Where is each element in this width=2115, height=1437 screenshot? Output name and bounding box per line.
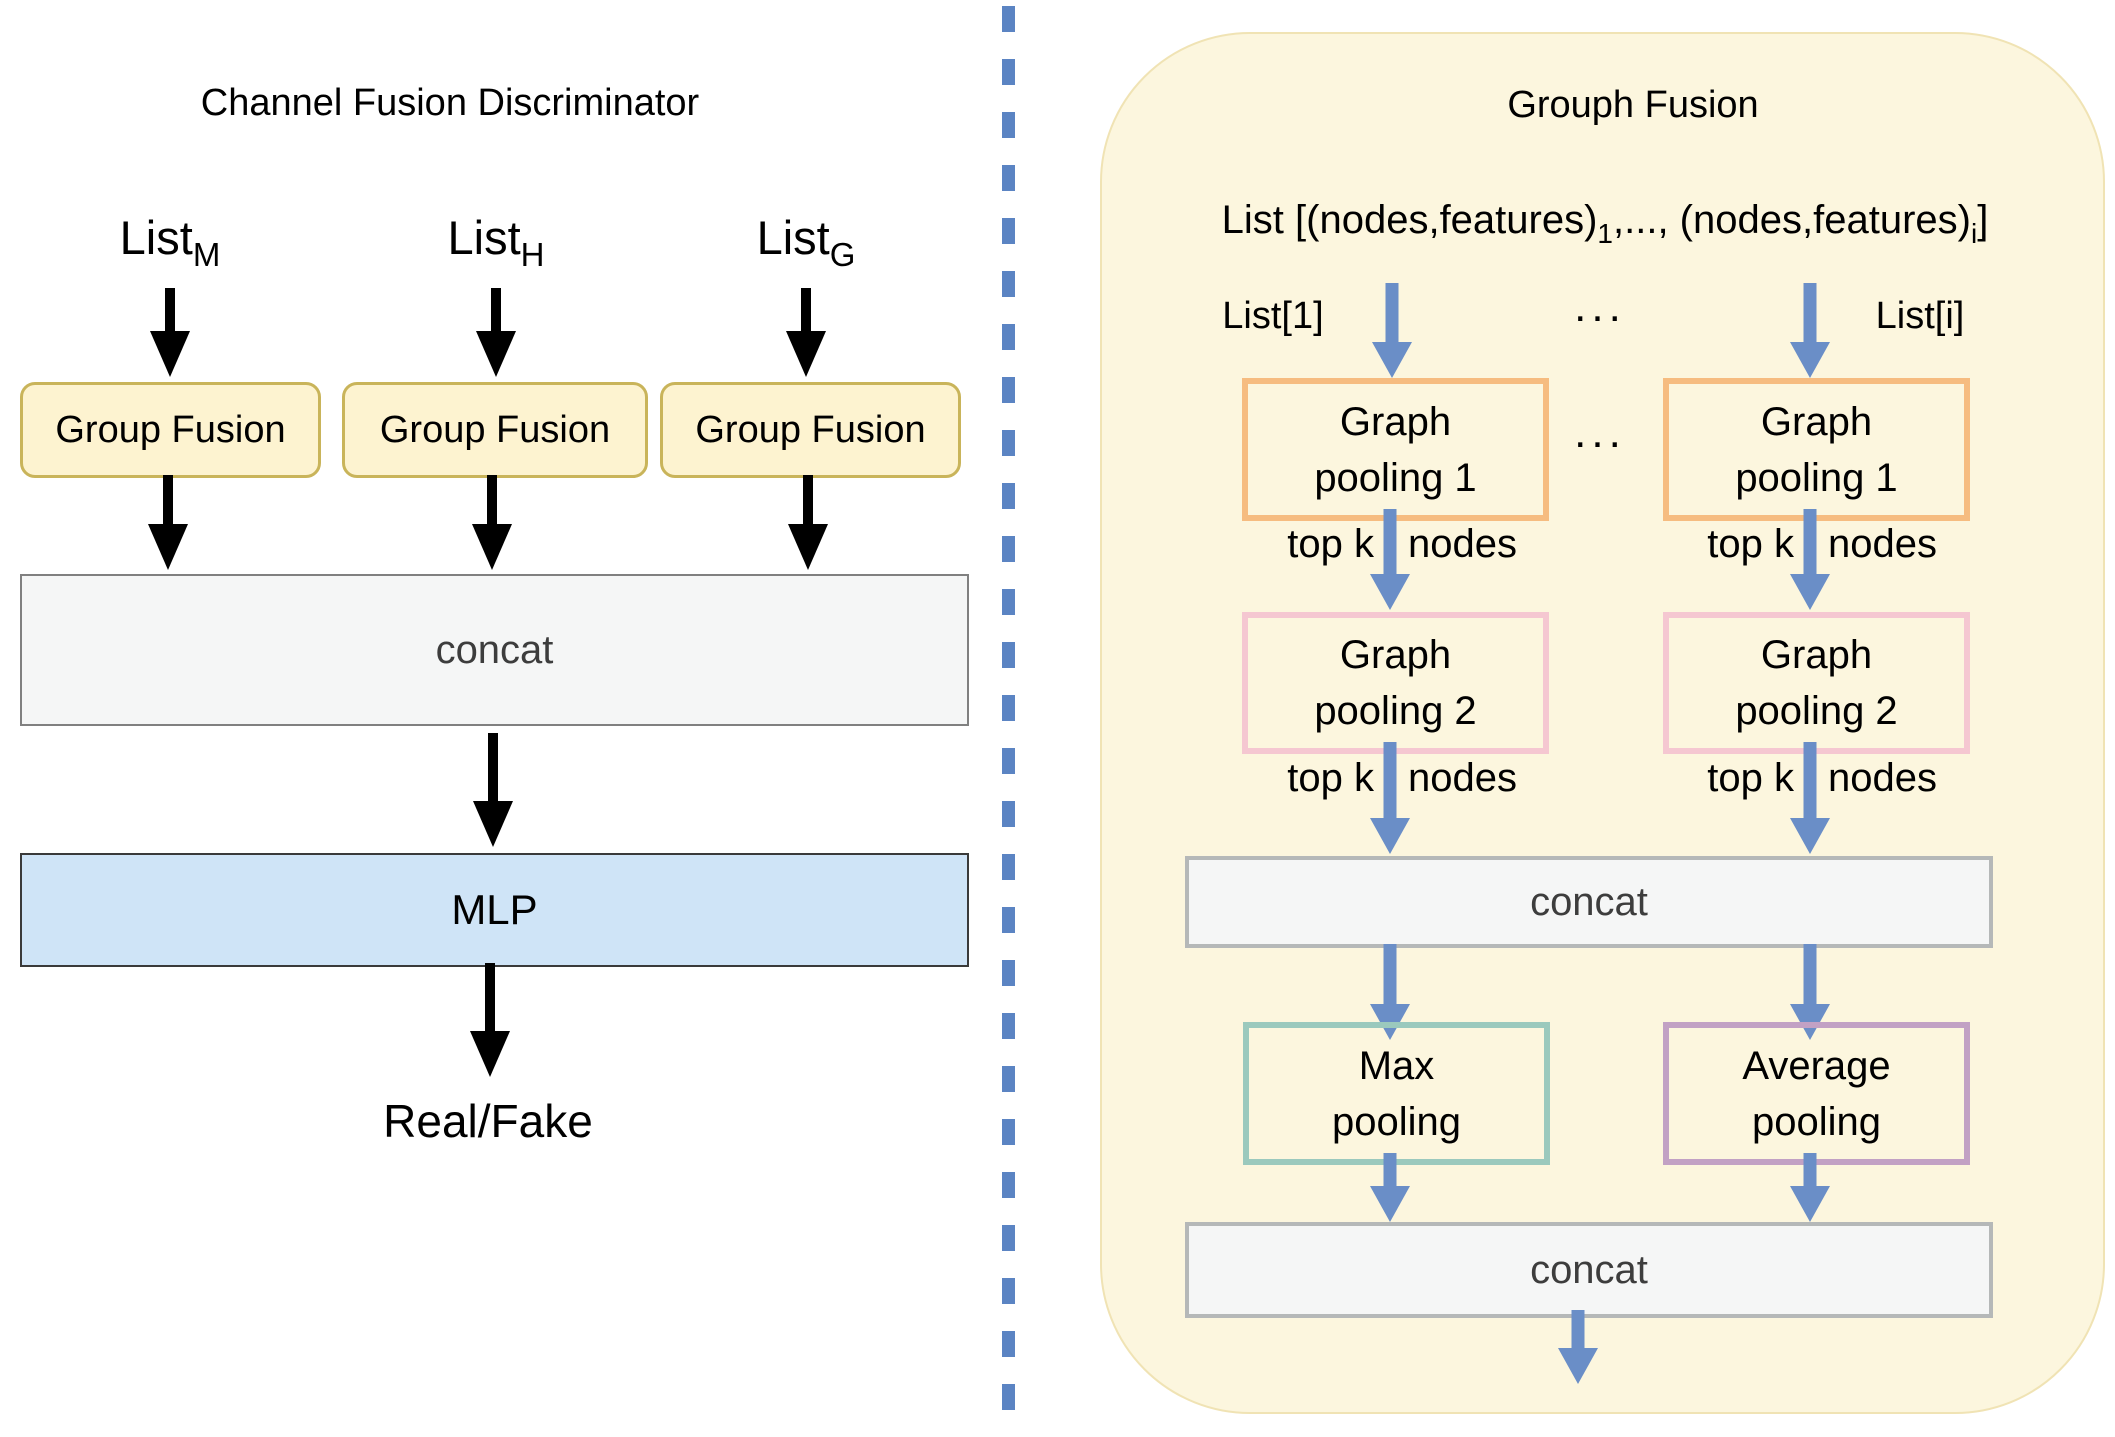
branch-label-left: List[1]	[1222, 295, 1324, 337]
pooling-label-line2: pooling	[1751, 1099, 1881, 1144]
down-arrow-icon	[1788, 742, 1832, 854]
group-fusion-box: Group Fusion	[20, 382, 321, 478]
pooling-label-line2: pooling	[1331, 1099, 1461, 1144]
input-label-subscript: H	[520, 236, 545, 273]
concat-box-upper: concat	[1185, 856, 1993, 948]
down-arrow-icon	[1788, 1153, 1832, 1222]
ellipsis-between: ...	[1574, 408, 1626, 457]
right-panel-title: Grouph Fusion	[1507, 84, 1759, 126]
group-fusion-label: Group Fusion	[55, 408, 286, 451]
input-label-base: List	[756, 211, 830, 264]
down-arrow-icon	[1368, 509, 1412, 610]
down-arrow-icon	[472, 475, 512, 570]
down-arrow-icon	[1788, 509, 1832, 610]
dashed-divider	[1002, 6, 1015, 1432]
topk-left-text: top k	[1287, 756, 1374, 800]
output-label: Real/Fake	[383, 1095, 593, 1147]
concat-box: concat	[20, 574, 969, 726]
graph-pooling1-box-left: Graph pooling 1	[1242, 378, 1549, 521]
concat-label: concat	[1530, 879, 1648, 924]
input-label-base: List	[447, 211, 521, 264]
list-line-sub2: i	[1970, 218, 1978, 249]
down-arrow-icon	[1368, 1153, 1412, 1222]
down-arrow-icon	[1368, 742, 1412, 854]
left-panel-title: Channel Fusion Discriminator	[200, 82, 700, 124]
list-line-prefix: List [(nodes,features)	[1221, 198, 1598, 242]
down-arrow-icon	[1788, 283, 1832, 378]
pooling-label-line1: Max	[1358, 1043, 1435, 1088]
graph-pooling2-box-right: Graph pooling 2	[1663, 612, 1970, 754]
input-label-subscript: G	[829, 236, 856, 273]
pooling-label-line2: pooling 2	[1735, 689, 1898, 733]
graph-pooling2-box-left: Graph pooling 2	[1242, 612, 1549, 754]
pooling-label-line1: Graph	[1760, 633, 1873, 677]
topk-label: top k nodes	[1210, 522, 1570, 570]
topk-right-text: nodes	[1828, 756, 1937, 800]
group-fusion-panel	[1100, 32, 2105, 1414]
list-line-sub1: 1	[1597, 218, 1613, 249]
pooling-label-line2: pooling 1	[1314, 455, 1477, 500]
concat-label: concat	[1530, 1247, 1648, 1292]
down-arrow-icon	[148, 475, 188, 570]
list-line-suffix: ]	[1977, 198, 1989, 242]
pooling-label-line1: Graph	[1339, 399, 1452, 444]
down-arrow-icon	[150, 288, 190, 377]
topk-right-text: nodes	[1828, 522, 1937, 566]
input-label-list-g: ListG	[696, 210, 916, 274]
input-label-list-m: ListM	[60, 210, 280, 274]
down-arrow-icon	[473, 733, 513, 847]
group-fusion-label: Group Fusion	[695, 408, 926, 451]
down-arrow-icon	[1556, 1310, 1600, 1384]
average-pooling-box: Average pooling	[1663, 1022, 1970, 1165]
topk-right-text: nodes	[1408, 522, 1517, 566]
concat-box-lower: concat	[1185, 1222, 1993, 1318]
down-arrow-icon	[470, 963, 510, 1077]
topk-label: top k nodes	[1630, 756, 1990, 804]
topk-left-text: top k	[1707, 756, 1794, 800]
topk-label: top k nodes	[1210, 756, 1570, 804]
group-fusion-label: Group Fusion	[379, 408, 611, 451]
topk-left-text: top k	[1707, 522, 1794, 566]
input-label-list-h: ListH	[386, 210, 606, 274]
topk-left-text: top k	[1287, 522, 1374, 566]
list-line-middle: ,..., (nodes,features)	[1613, 198, 1971, 242]
topk-right-text: nodes	[1408, 756, 1517, 800]
mlp-box: MLP	[20, 853, 969, 967]
down-arrow-icon	[476, 288, 516, 377]
graph-pooling1-box-right: Graph pooling 1	[1663, 378, 1970, 521]
pooling-label-line1: Average	[1742, 1043, 1891, 1088]
pooling-label-line2: pooling 2	[1314, 689, 1477, 733]
mlp-label: MLP	[451, 886, 538, 933]
ellipsis-top: ...	[1574, 282, 1626, 331]
group-fusion-box: Group Fusion	[660, 382, 961, 478]
down-arrow-icon	[1370, 283, 1414, 378]
concat-label: concat	[435, 627, 554, 672]
pooling-label-line1: Graph	[1339, 633, 1452, 677]
topk-label: top k nodes	[1630, 522, 1990, 570]
pooling-label-line2: pooling 1	[1735, 455, 1898, 500]
down-arrow-icon	[788, 475, 828, 570]
input-label-base: List	[119, 211, 193, 264]
branch-label-right: List[i]	[1875, 295, 1965, 337]
max-pooling-box: Max pooling	[1243, 1022, 1550, 1165]
input-list-line: List [(nodes,features)1,..., (nodes,feat…	[1155, 198, 2055, 250]
input-label-subscript: M	[192, 236, 221, 273]
group-fusion-box: Group Fusion	[342, 382, 648, 478]
pooling-label-line1: Graph	[1760, 399, 1873, 444]
down-arrow-icon	[786, 288, 826, 377]
